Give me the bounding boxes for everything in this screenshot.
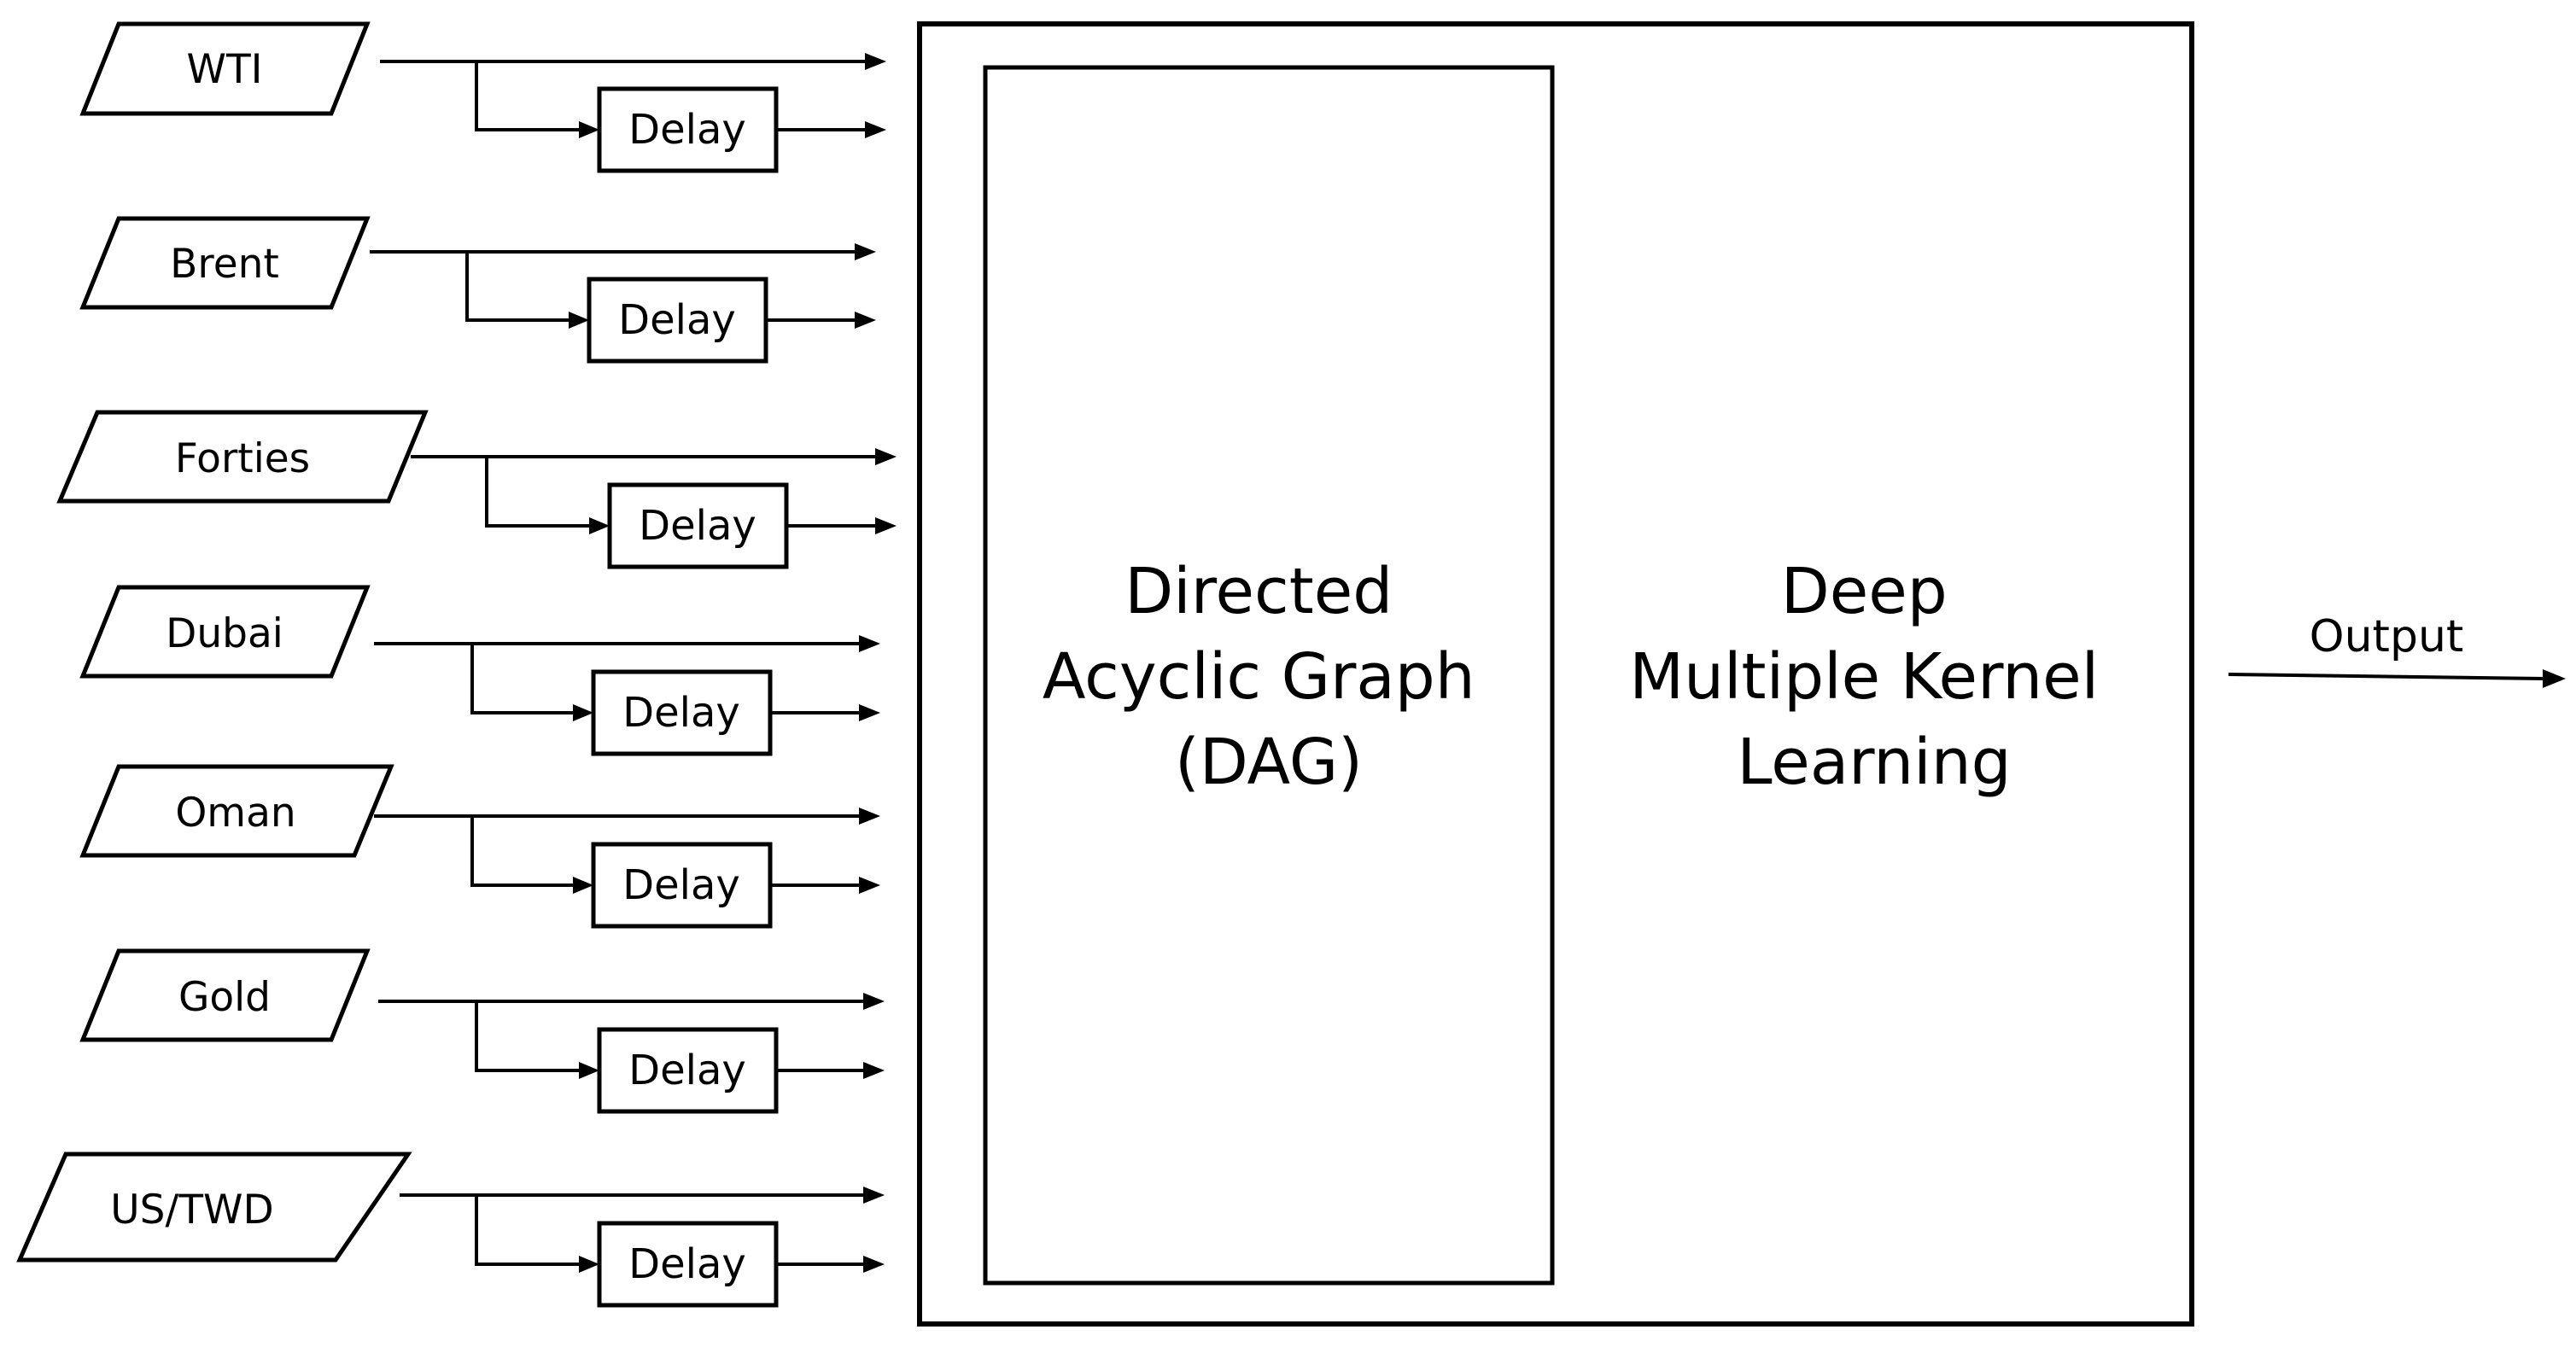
- branch-arrowhead-gold: [579, 1062, 599, 1079]
- direct-arrowhead-wti: [865, 53, 886, 70]
- delay-out-arrowhead-forties: [875, 517, 897, 534]
- delay-box-us-twd: [597, 1221, 779, 1308]
- delay-out-arrowhead-oman: [859, 877, 880, 894]
- direct-arrowhead-dubai: [859, 635, 880, 652]
- branch-line-gold: [475, 1001, 581, 1072]
- input-row-dubai: Dubai Delay: [79, 585, 880, 756]
- input-parallelogram-us-twd: [16, 1152, 412, 1263]
- input-row-gold: Gold Delay: [79, 948, 885, 1114]
- delay-out-arrowhead-us-twd: [863, 1256, 885, 1273]
- input-row-us-twd: US/TWD Delay: [16, 1152, 885, 1308]
- branch-line-oman: [470, 816, 575, 887]
- input-row-wti: WTI Delay: [79, 21, 886, 173]
- branch-arrowhead-us-twd: [579, 1256, 599, 1273]
- branch-arrowhead-brent: [569, 312, 589, 329]
- dag-box: [983, 65, 1555, 1286]
- dag-label: Directed Acyclic Graph (DAG): [1043, 555, 1495, 799]
- branch-line-forties: [485, 457, 591, 528]
- delay-label-forties: Delay: [639, 502, 756, 550]
- input-label-us-twd: US/TWD: [110, 1187, 273, 1233]
- input-label-oman: Oman: [175, 790, 295, 837]
- branch-arrowhead-forties: [589, 517, 610, 534]
- input-parallelogram-gold: [79, 948, 371, 1042]
- output-arrowhead: [2543, 669, 2566, 688]
- delay-label-us-twd: Delay: [628, 1240, 746, 1288]
- delay-box-wti: [597, 86, 779, 173]
- direct-arrowhead-forties: [875, 448, 897, 465]
- input-parallelogram-oman: [79, 764, 394, 858]
- dag-label-line-3: (DAG): [1175, 726, 1363, 799]
- branch-arrowhead-oman: [573, 877, 593, 894]
- input-row-forties: Forties Delay: [56, 410, 897, 569]
- branch-arrowhead-dubai: [573, 704, 593, 721]
- delay-out-arrowhead-dubai: [859, 704, 880, 721]
- input-label-gold: Gold: [178, 974, 271, 1021]
- direct-arrowhead-brent: [855, 243, 876, 260]
- delay-out-arrowhead-brent: [855, 312, 876, 329]
- delay-label-wti: Delay: [628, 106, 746, 154]
- input-label-wti: WTI: [186, 46, 262, 93]
- delay-label-brent: Delay: [618, 296, 736, 344]
- input-row-brent: Brent Delay: [79, 216, 876, 364]
- input-row-oman: Oman Delay: [79, 764, 880, 929]
- dmkl-label-line-3: Learning: [1737, 726, 2011, 799]
- input-parallelogram-dubai: [79, 585, 371, 679]
- branch-line-us-twd: [475, 1195, 581, 1266]
- output-arrow-line: [2228, 673, 2545, 680]
- input-label-dubai: Dubai: [166, 610, 283, 657]
- delay-label-dubai: Delay: [622, 689, 740, 737]
- output-label: Output: [2310, 611, 2464, 662]
- dag-label-line-1: Directed: [1124, 555, 1393, 628]
- delay-box-dubai: [591, 669, 773, 756]
- input-parallelogram-forties: [56, 410, 429, 504]
- delay-label-gold: Delay: [628, 1047, 746, 1094]
- branch-line-brent: [465, 252, 570, 322]
- input-label-brent: Brent: [170, 241, 279, 288]
- dmkl-label-line-1: Deep: [1781, 555, 1948, 628]
- delay-box-oman: [591, 842, 773, 929]
- delay-box-gold: [597, 1027, 779, 1114]
- input-label-forties: Forties: [175, 435, 310, 482]
- delay-label-oman: Delay: [622, 861, 740, 909]
- dmkl-label-line-2: Multiple Kernel: [1629, 640, 2099, 714]
- dag-label-line-2: Acyclic Graph: [1043, 640, 1475, 714]
- branch-line-dubai: [470, 644, 575, 714]
- branch-arrowhead-wti: [579, 121, 599, 138]
- direct-arrowhead-gold: [863, 993, 885, 1010]
- delay-out-arrowhead-gold: [863, 1062, 885, 1079]
- direct-arrowhead-us-twd: [863, 1187, 885, 1204]
- direct-arrowhead-oman: [859, 808, 880, 825]
- branch-line-wti: [475, 61, 581, 131]
- input-parallelogram-wti: [79, 21, 371, 116]
- delay-box-forties: [607, 482, 789, 569]
- input-parallelogram-brent: [79, 216, 371, 310]
- delay-out-arrowhead-wti: [865, 121, 886, 138]
- dmkl-label: Deep Multiple Kernel Learning: [1629, 555, 2118, 799]
